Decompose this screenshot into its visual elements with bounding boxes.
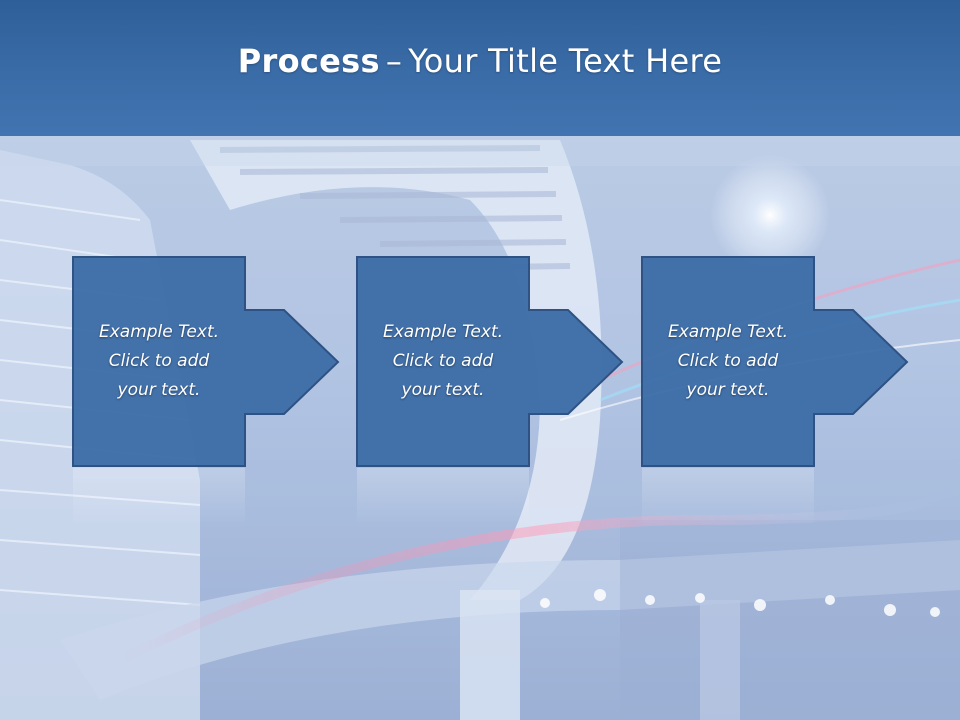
step-reflection [642,468,814,528]
arrow-callout-shape [356,256,624,467]
step-text-line: your text. [686,379,770,400]
arrow-callout-shape [72,256,340,467]
step-reflection [357,468,529,528]
title-banner: Process–Your Title Text Here [0,0,960,166]
process-step-3[interactable]: Example Text. Click to add your text. [641,256,913,528]
step-text-line: your text. [401,379,485,400]
step-text-line: Example Text. [98,321,220,342]
step-text[interactable]: Example Text. Click to add your text. [72,256,246,466]
step-text[interactable]: Example Text. Click to add your text. [356,256,530,466]
step-reflection [73,468,245,528]
step-text-line: your text. [117,379,201,400]
process-step-1[interactable]: Example Text. Click to add your text. [72,256,344,528]
process-step-2[interactable]: Example Text. Click to add your text. [356,256,628,528]
step-text-line: Click to add [392,350,494,371]
title-bold-word: Process [237,42,380,80]
step-text[interactable]: Example Text. Click to add your text. [641,256,815,466]
title-dash: – [385,42,403,80]
step-text-line: Click to add [677,350,779,371]
title-rest: Your Title Text Here [408,42,723,80]
arrow-callout-shape [641,256,909,467]
slide-title[interactable]: Process–Your Title Text Here [238,42,722,80]
step-text-line: Click to add [108,350,210,371]
step-text-line: Example Text. [382,321,504,342]
step-text-line: Example Text. [667,321,789,342]
